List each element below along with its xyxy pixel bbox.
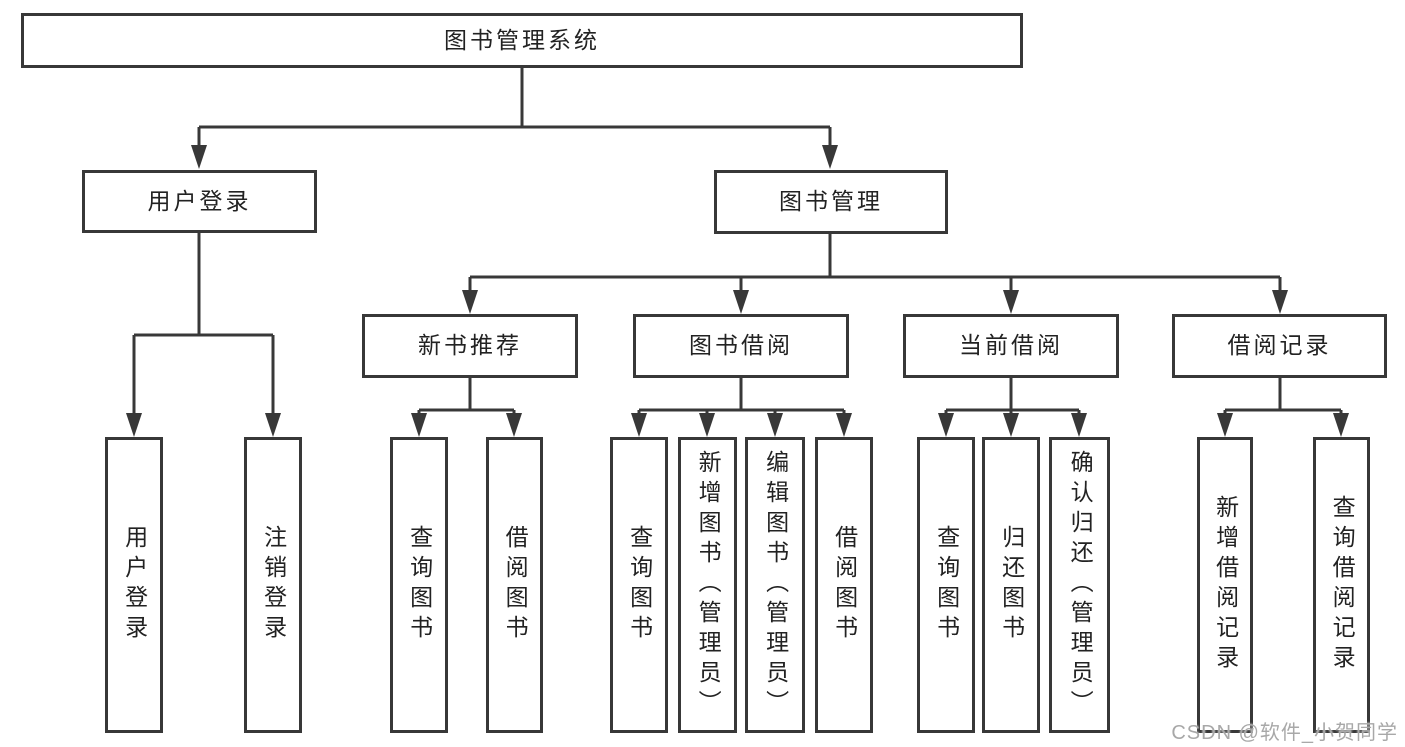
- csdn-watermark: CSDN @软件_小贺同学: [1171, 722, 1398, 744]
- node-query-borrow-record: 查询借阅记录: [1313, 437, 1370, 733]
- node-user-login: 用户登录: [105, 437, 163, 733]
- node-add-borrow-record: 新增借阅记录: [1197, 437, 1253, 733]
- node-query-books-1: 查询图书: [390, 437, 448, 733]
- node-current-borrow-group: 当前借阅: [903, 314, 1119, 378]
- node-root: 图书管理系统: [21, 13, 1023, 68]
- node-add-book-admin: 新增图书（管理员）: [678, 437, 737, 733]
- node-query-books-2: 查询图书: [610, 437, 668, 733]
- node-borrow-record-group: 借阅记录: [1172, 314, 1387, 378]
- node-borrow-books-2: 借阅图书: [815, 437, 873, 733]
- node-book-borrow-group: 图书借阅: [633, 314, 849, 378]
- node-borrow-books-1: 借阅图书: [486, 437, 543, 733]
- node-return-books: 归还图书: [982, 437, 1040, 733]
- node-new-book-group: 新书推荐: [362, 314, 578, 378]
- node-logout: 注销登录: [244, 437, 302, 733]
- node-book-management-group: 图书管理: [714, 170, 948, 234]
- node-user-login-group: 用户登录: [82, 170, 317, 233]
- connector-arrowheads: [126, 145, 1349, 437]
- node-confirm-return-admin: 确认归还（管理员）: [1049, 437, 1110, 733]
- node-query-books-3: 查询图书: [917, 437, 975, 733]
- node-edit-book-admin: 编辑图书（管理员）: [745, 437, 805, 733]
